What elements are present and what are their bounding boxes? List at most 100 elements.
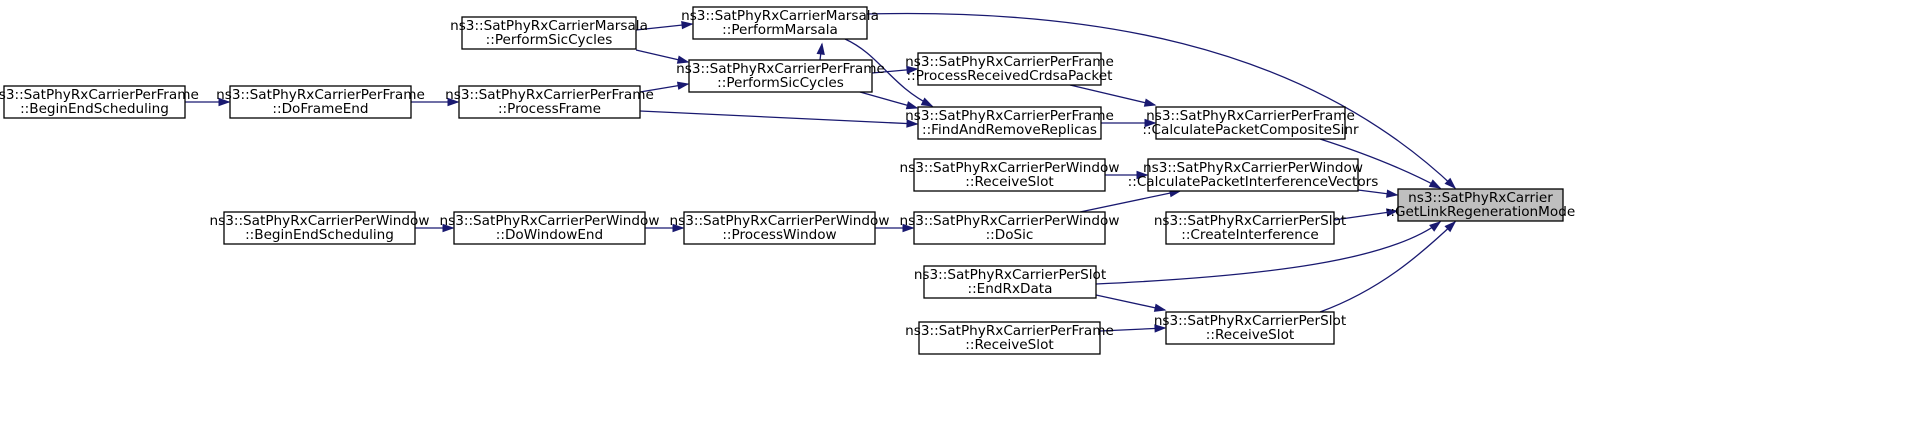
- edge-line: [1095, 294, 1166, 311]
- arrow-head-icon: [906, 119, 919, 128]
- node-box: [229, 85, 412, 119]
- edge-line: [1095, 221, 1441, 285]
- node-class-label: ns3::SatPhyRxCarrierPerSlot: [914, 267, 1106, 283]
- node-box: [1165, 311, 1335, 345]
- call-edge: [1095, 221, 1442, 285]
- node-box: [917, 52, 1102, 86]
- function-node[interactable]: ns3::SatPhyRxCarrierPerSlot::ReceiveSlot: [1154, 311, 1346, 345]
- edge-line: [1319, 138, 1441, 189]
- arrow-head-icon: [1428, 179, 1442, 189]
- node-box: [1155, 106, 1346, 140]
- call-edge: [871, 65, 919, 75]
- node-class-label: ns3::SatPhyRxCarrierPerSlot: [1154, 213, 1346, 229]
- node-class-label: ns3::SatPhyRxCarrierPerWindow: [210, 213, 430, 229]
- call-edge: [1333, 208, 1399, 221]
- node-box: [458, 85, 641, 119]
- node-method-label: ::DoWindowEnd: [496, 227, 603, 243]
- node-method-label: ::BeginEndScheduling: [245, 227, 394, 243]
- arrow-head-icon: [1154, 324, 1167, 333]
- node-class-label: ns3::SatPhyRxCarrierMarsala: [681, 8, 879, 24]
- call-edge: [639, 110, 919, 128]
- arrow-head-icon: [1386, 208, 1399, 217]
- node-method-label: ::DoSic: [986, 227, 1034, 243]
- call-edge: [1099, 324, 1167, 333]
- function-node[interactable]: ns3::SatPhyRxCarrierPerFrame::ProcessRec…: [905, 52, 1114, 86]
- call-edge: [635, 49, 690, 64]
- call-edge: [859, 91, 919, 110]
- function-node[interactable]: ns3::SatPhyRxCarrierPerFrame::BeginEndSc…: [0, 85, 199, 119]
- node-method-label: ::ProcessReceivedCrdsaPacket: [907, 68, 1113, 84]
- arrow-head-icon: [1143, 98, 1157, 107]
- node-box: [917, 106, 1102, 140]
- node-method-label: ::PerformSicCycles: [717, 75, 844, 91]
- arrow-head-icon: [672, 223, 685, 233]
- node-class-label: ns3::SatPhyRxCarrierPerSlot: [1154, 313, 1346, 329]
- function-node[interactable]: ns3::SatPhyRxCarrierPerWindow::DoSic: [900, 211, 1120, 245]
- node-method-label: ::FindAndRemoveReplicas: [922, 122, 1097, 138]
- function-node[interactable]: ns3::SatPhyRxCarrierMarsala::PerformSicC…: [450, 16, 648, 50]
- node-method-label: ::CalculatePacketCompositeSinr: [1142, 122, 1359, 138]
- arrow-head-icon: [218, 97, 231, 107]
- node-method-label: ::ProcessFrame: [498, 101, 601, 117]
- node-class-label: ns3::SatPhyRxCarrierPerFrame: [905, 54, 1114, 70]
- function-node[interactable]: ns3::SatPhyRxCarrierPerFrame::ReceiveSlo…: [905, 321, 1114, 355]
- arrow-head-icon: [447, 97, 460, 107]
- arrow-head-icon: [442, 223, 455, 233]
- node-class-label: ns3::SatPhyRxCarrierMarsala: [450, 18, 648, 34]
- call-edge: [635, 20, 694, 31]
- arrow-head-icon: [676, 81, 690, 90]
- node-box: [688, 59, 873, 93]
- call-edge: [411, 97, 460, 107]
- node-method-label: ::BeginEndScheduling: [20, 101, 169, 117]
- function-node[interactable]: ns3::SatPhyRxCarrierMarsala::PerformMars…: [681, 6, 879, 40]
- function-node[interactable]: ns3::SatPhyRxCarrierPerWindow::ProcessWi…: [670, 211, 890, 245]
- function-node[interactable]: ns3::SatPhyRxCarrierPerSlot::CreateInter…: [1154, 211, 1346, 245]
- arrow-head-icon: [816, 42, 825, 55]
- node-class-label: ns3::SatPhyRxCarrierPerWindow: [1143, 160, 1363, 176]
- call-edge: [645, 223, 685, 233]
- arrow-head-icon: [681, 20, 694, 30]
- function-node[interactable]: ns3::SatPhyRxCarrierPerWindow::BeginEndS…: [210, 211, 430, 245]
- node-box: [1165, 211, 1335, 245]
- function-node[interactable]: ns3::SatPhyRxCarrierPerFrame::FindAndRem…: [905, 106, 1114, 140]
- function-node[interactable]: ns3::SatPhyRxCarrierPerFrame::PerformSic…: [676, 59, 885, 93]
- node-class-label: ns3::SatPhyRxCarrierPerWindow: [900, 213, 1120, 229]
- node-class-label: ns3::SatPhyRxCarrierPerWindow: [900, 160, 1120, 176]
- node-class-label: ns3::SatPhyRxCarrier: [1408, 190, 1553, 206]
- node-method-label: ::ReceiveSlot: [1206, 327, 1294, 343]
- node-box: [913, 211, 1106, 245]
- arrow-head-icon: [1444, 220, 1457, 233]
- function-node[interactable]: ns3::SatPhyRxCarrierPerWindow::ReceiveSl…: [900, 158, 1120, 192]
- call-edge: [844, 38, 934, 107]
- function-node[interactable]: ns3::SatPhyRxCarrierPerFrame::DoFrameEnd: [216, 85, 425, 119]
- function-node[interactable]: ns3::SatPhyRxCarrierPerFrame::ProcessFra…: [445, 85, 654, 119]
- node-box: [913, 158, 1106, 192]
- arrow-head-icon: [906, 65, 919, 75]
- arrow-head-icon: [1444, 177, 1457, 190]
- function-node[interactable]: ns3::SatPhyRxCarrierPerSlot::EndRxData: [914, 265, 1106, 299]
- node-class-label: ns3::SatPhyRxCarrierPerFrame: [216, 87, 425, 103]
- node-method-label: ::ReceiveSlot: [965, 174, 1053, 190]
- function-node[interactable]: ns3::SatPhyRxCarrierPerWindow::DoWindowE…: [440, 211, 660, 245]
- edge-line: [1079, 190, 1181, 213]
- call-edge: [816, 42, 825, 61]
- node-box: [692, 6, 868, 40]
- edge-line: [844, 38, 933, 107]
- node-class-label: ns3::SatPhyRxCarrierPerFrame: [905, 108, 1114, 124]
- arrow-head-icon: [676, 55, 690, 64]
- arrow-head-icon: [1153, 303, 1167, 312]
- call-edge: [1095, 294, 1167, 312]
- node-class-label: ns3::SatPhyRxCarrierPerWindow: [670, 213, 890, 229]
- node-box: [923, 265, 1097, 299]
- arrow-head-icon: [1386, 189, 1399, 198]
- node-box: [918, 321, 1101, 355]
- function-node[interactable]: ns3::SatPhyRxCarrierPerWindow::Calculate…: [1128, 158, 1379, 192]
- edge-line: [1319, 221, 1456, 313]
- function-node[interactable]: ns3::SatPhyRxCarrierPerFrame::CalculateP…: [1142, 106, 1359, 140]
- focus-node[interactable]: ns3::SatPhyRxCarrier::GetLinkRegeneratio…: [1386, 188, 1575, 222]
- call-edge: [875, 223, 915, 233]
- node-class-label: ns3::SatPhyRxCarrierPerFrame: [445, 87, 654, 103]
- node-method-label: ::EndRxData: [968, 281, 1053, 297]
- edge-line: [866, 12, 1456, 189]
